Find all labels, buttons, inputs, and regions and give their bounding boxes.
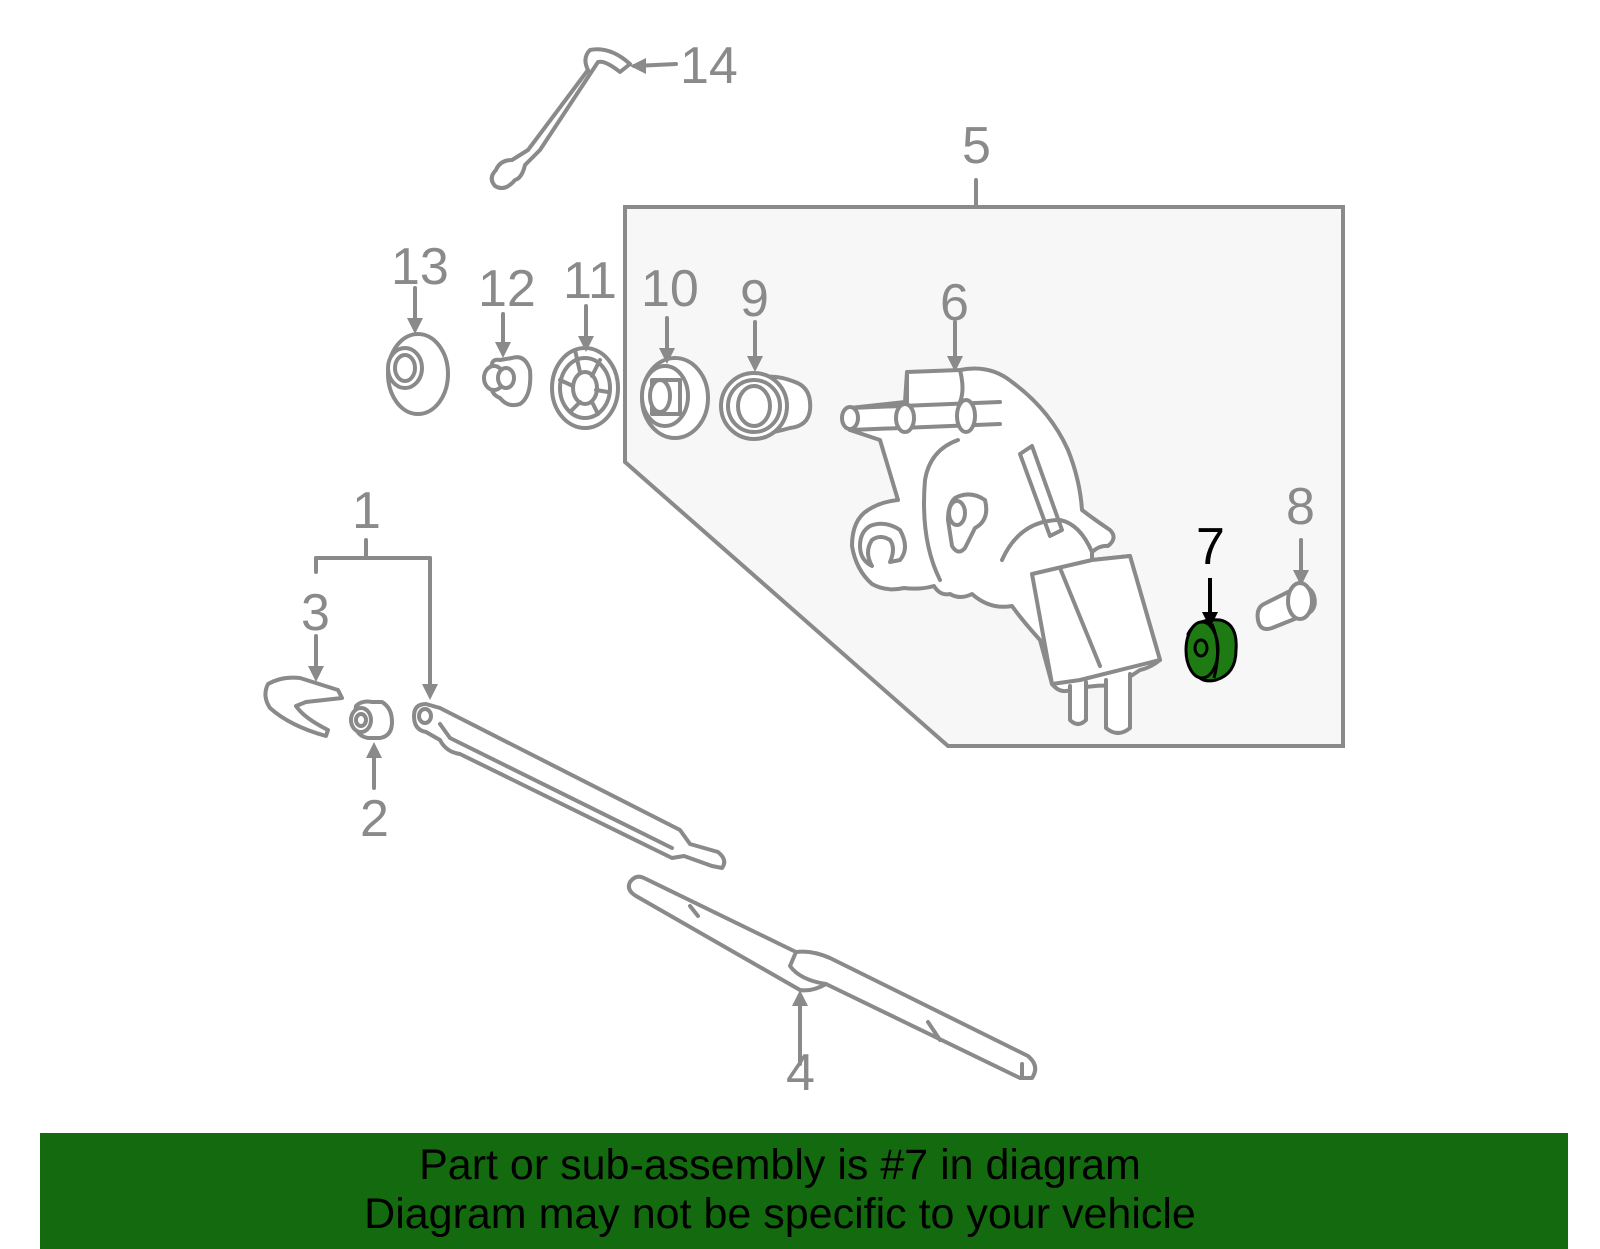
part-8-bolt — [1255, 538, 1317, 631]
callout-6: 6 — [940, 274, 969, 332]
banner-line-2: Diagram may not be specific to your vehi… — [364, 1190, 1196, 1238]
info-banner: Part or sub-assembly is #7 in diagram Di… — [40, 1133, 1568, 1249]
banner-line-1: Part or sub-assembly is #7 in diagram — [419, 1141, 1141, 1189]
callout-4: 4 — [786, 1044, 815, 1102]
callout-2: 2 — [360, 790, 389, 848]
callout-1: 1 — [352, 482, 381, 540]
part-6-wiper-motor — [840, 320, 1162, 735]
part-11-washer — [550, 304, 620, 430]
callout-3: 3 — [301, 584, 330, 642]
callout-11: 11 — [563, 252, 617, 310]
callout-1-bracket — [314, 538, 438, 700]
part-12-nut — [482, 312, 533, 408]
callout-5: 5 — [962, 117, 991, 175]
callout-9: 9 — [740, 270, 769, 328]
part-1-wiper-arm — [412, 702, 727, 870]
part-2-nut — [349, 699, 394, 790]
part-10-bushing — [640, 316, 710, 440]
callout-7-highlighted: 7 — [1196, 518, 1225, 576]
callout-14: 14 — [680, 37, 738, 95]
part-7-bushing-highlighted — [1184, 578, 1238, 683]
part-13-cap — [386, 286, 450, 416]
part-3-cover — [263, 634, 344, 738]
part-14-hose — [489, 47, 678, 190]
part-9-grommet — [719, 320, 813, 441]
part-4-wiper-blade — [626, 874, 1038, 1080]
callout-12: 12 — [478, 260, 536, 318]
callout-13: 13 — [391, 238, 449, 296]
callout-8: 8 — [1286, 478, 1315, 536]
callout-10: 10 — [641, 260, 699, 318]
